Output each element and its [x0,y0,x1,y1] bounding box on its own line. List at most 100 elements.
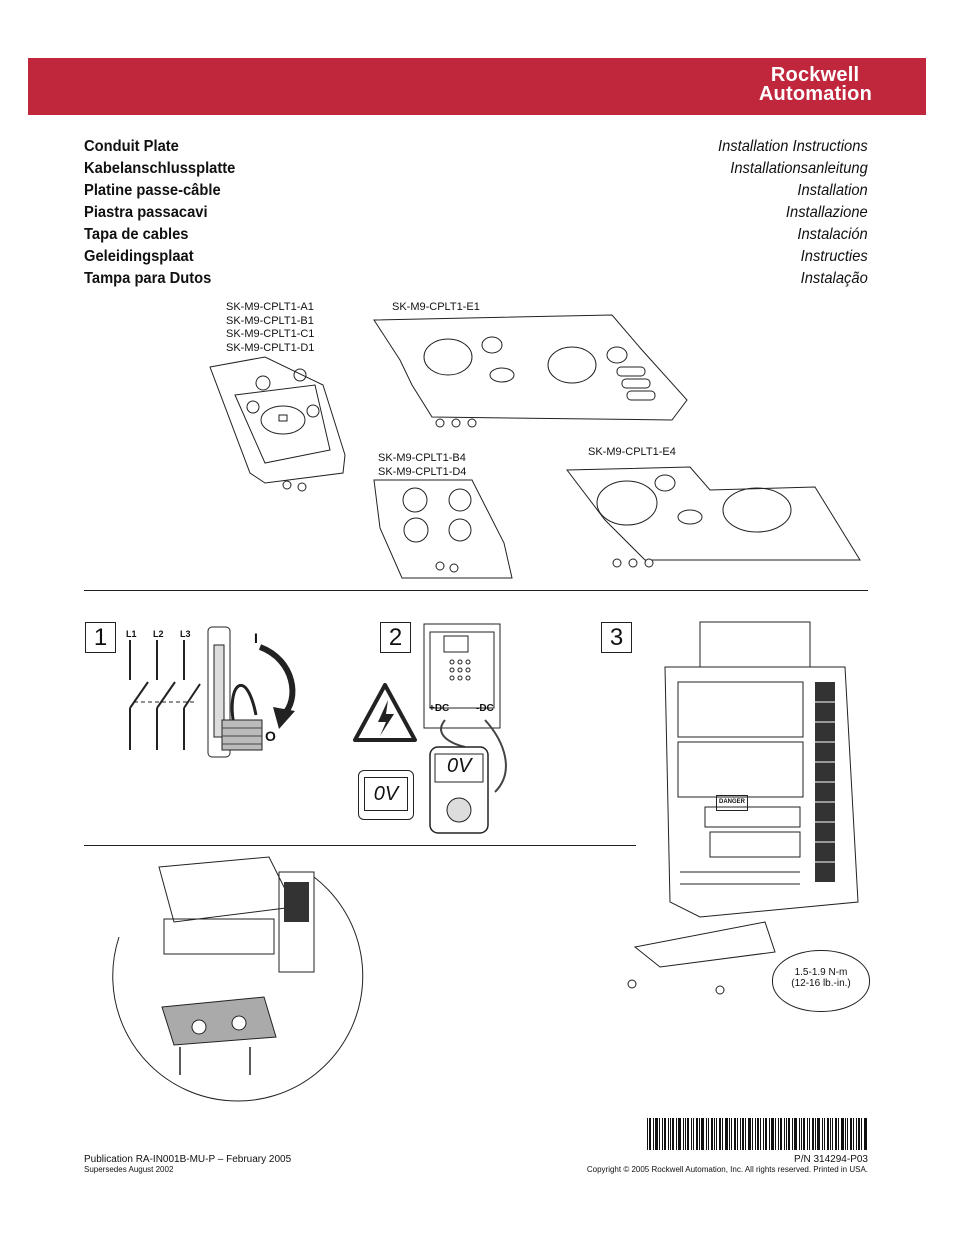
barcode-bar [858,1118,860,1150]
part-number: P/N 314294-P03 [794,1154,868,1165]
torque-imperial: (12-16 lb.-in.) [791,978,851,989]
title-list: Conduit Plate Kabelanschlussplatte Plati… [84,136,249,290]
subtitle-de: Installationsanleitung [730,160,868,177]
disconnect-switch-diagram [129,640,201,750]
barcode-bar [765,1118,767,1150]
barcode-bar [792,1118,793,1150]
detail-zoom-illustration [112,856,364,1102]
barcode-bar [809,1118,810,1150]
part-group-a-label: SK-M9-CPLT1-A1 SK-M9-CPLT1-B1 SK-M9-CPLT… [226,301,314,355]
barcode-bar [822,1118,823,1150]
subtitle-fr: Installation [797,182,868,199]
padlock-illustration [207,626,263,758]
barcode-bar [742,1118,744,1150]
plate-a1-illustration [209,356,346,492]
barcode-bar [847,1118,848,1150]
barcode-bar [835,1118,837,1150]
title-it: Piastra passacavi [84,204,208,221]
barcode-bar [711,1118,713,1150]
barcode-bar [722,1118,723,1150]
barcode-bar [803,1118,805,1150]
barcode-bar [719,1118,721,1150]
part-d4: SK-M9-CPLT1-D4 [378,465,467,478]
subtitle-nl: Instructies [800,248,868,265]
barcode-bar [647,1118,648,1150]
barcode-bar [788,1118,790,1150]
barcode-bar [699,1118,700,1150]
barcode-bar [696,1118,698,1150]
barcode-bar [856,1118,857,1150]
supersedes-note: Supersedes August 2002 [84,1165,174,1174]
subtitle-es: Instalación [797,226,868,243]
step-2-number: 2 [380,622,411,653]
barcode-bar [801,1118,802,1150]
barcode-bar [830,1118,831,1150]
barcode-bar [757,1118,759,1150]
barcode-bar [716,1118,717,1150]
phase-l3: L3 [180,629,191,639]
barcode-bar [864,1118,867,1150]
publication-number: Publication RA-IN001B-MU-P – February 20… [84,1154,292,1165]
barcode-bar [668,1118,669,1150]
barcode-bar [775,1118,776,1150]
barcode-bar [676,1118,677,1150]
drive-illustration [423,623,501,729]
barcode-bar [683,1118,684,1150]
barcode-bar [861,1118,862,1150]
barcode-bar [799,1118,800,1150]
barcode-bar [850,1118,852,1150]
subtitle-en: Installation Instructions [718,138,868,155]
barcode-bar [662,1118,663,1150]
part-d1: SK-M9-CPLT1-D1 [226,341,315,354]
barcode-bar [812,1118,814,1150]
barcode-bar [815,1118,816,1150]
barcode-bar [678,1118,681,1150]
barcode-bar [771,1118,774,1150]
plate-e1-illustration [373,314,688,428]
barcode-bar [687,1118,689,1150]
torque-callout: 1.5-1.9 N-m (12-16 lb.-in.) [772,950,870,1012]
title-nl: Geleidingsplaat [84,248,194,265]
title-en: Conduit Plate [84,138,179,155]
barcode-bar [714,1118,715,1150]
switch-off-label: O [265,728,276,744]
barcode-bar [655,1118,658,1150]
barcode-bar [832,1118,833,1150]
barcode-bar [664,1118,666,1150]
plate-e4-illustration [566,466,861,568]
logo-line-2: Automation [758,83,872,105]
barcode-bar [745,1118,746,1150]
barcode-bar [670,1118,671,1150]
publication-info: Publication RA-IN001B-MU-P – February 20… [84,1154,291,1174]
barcode-bar [740,1118,741,1150]
part-e1-label: SK-M9-CPLT1-E1 [392,301,480,313]
subtitle-it: Installazione [786,204,868,221]
barcode-bar [734,1118,736,1150]
title-pt: Tampa para Dutos [84,270,212,287]
logo-line-1: Rockwell [770,64,860,86]
dc-plus-label: +DC [429,703,450,714]
barcode-bar [691,1118,692,1150]
barcode-bar [752,1118,753,1150]
barcode-bar [760,1118,761,1150]
barcode-bar [784,1118,785,1150]
barcode-bar [786,1118,787,1150]
barcode-bar [769,1118,770,1150]
title-es: Tapa de cables [84,226,189,243]
drive-installation-illustration [627,621,859,995]
step-1-number: 1 [85,622,116,653]
header-banner: Rockwell Automation [28,58,926,115]
barcode-bar [824,1118,825,1150]
barcode-bar [659,1118,660,1150]
barcode-bar [794,1118,797,1150]
barcode-bar [763,1118,764,1150]
copyright-notice: Copyright © 2005 Rockwell Automation, In… [586,1165,868,1174]
step-divider [84,845,636,846]
barcode-bar [780,1118,782,1150]
barcode-bar [725,1118,728,1150]
barcode-bar [748,1118,751,1150]
barcode-bar [755,1118,756,1150]
part-c1: SK-M9-CPLT1-C1 [226,328,315,340]
barcode-bar [778,1118,779,1150]
plate-b4-illustration [373,479,513,579]
